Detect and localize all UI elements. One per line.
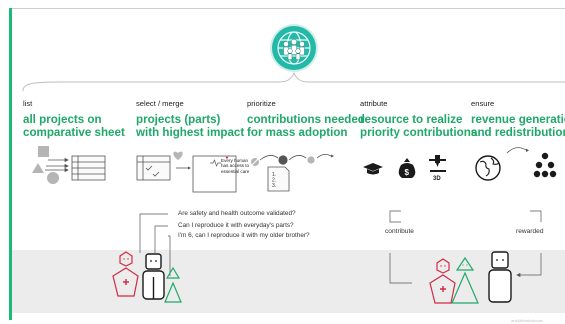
essential-care-text: Every human has access to essential care [221, 158, 265, 174]
column-ensure: ensure revenue generation and redistribu… [471, 99, 565, 139]
rewarded-label: rewarded [516, 228, 544, 235]
top-rule [12, 8, 565, 9]
question-2: Can I reproduce it with everyday's parts… [178, 222, 294, 229]
column-verb: list [23, 99, 33, 108]
money-bag-icon: $ [398, 158, 416, 178]
card-line-1: Every human [221, 158, 249, 163]
column-list: list all projects on comparative sheet [23, 99, 148, 139]
robot-figure-icon [142, 253, 165, 300]
globe-people-icon [272, 26, 316, 70]
process-columns: list all projects on comparative sheet s… [23, 99, 565, 159]
question-1: Are safety and health outcome validated? [178, 210, 296, 217]
triangle-figure-icon [164, 266, 182, 303]
column-verb: select / merge [136, 99, 184, 108]
column-heading-line1: revenue generation [471, 113, 565, 126]
column-attribute: attribute resource to realize priority c… [360, 99, 485, 139]
column-heading-line1: contributions needed [247, 113, 365, 126]
contribute-bracket [389, 210, 401, 223]
essential-care-card [192, 155, 237, 193]
priority-list-icon [267, 166, 290, 192]
priority-item-3: 3. [272, 183, 276, 189]
grouping-brace [22, 72, 565, 92]
card-line-2: has access to [221, 163, 250, 169]
column-prioritize: prioritize contributions needed for mass… [247, 99, 372, 139]
money-bags-icon [533, 152, 557, 178]
3d-printer-icon [429, 155, 446, 172]
column-heading-line2: and redistribution [471, 126, 565, 139]
robot-figure-icon [488, 251, 512, 303]
column-icons: 1. 2. 3. $ 3D [32, 146, 557, 193]
column-heading-line2: for mass adoption [247, 126, 348, 139]
heartbeat-icon [210, 159, 221, 167]
watermark: anti@thinkcircular [511, 318, 543, 323]
select-sheet-icon [136, 151, 191, 181]
column-heading-line1: resource to realize [360, 113, 463, 126]
heart-icon [173, 151, 183, 160]
priority-dots-icon [251, 154, 334, 192]
priority-item-1: 1. [272, 172, 276, 178]
column-heading-line2: comparative sheet [23, 126, 125, 139]
column-heading-line1: all projects on [23, 113, 102, 126]
column-verb: ensure [471, 99, 495, 108]
question-connectors [139, 210, 542, 284]
column-heading-line2: priority contributions [360, 126, 478, 139]
triangle-figure-icon [451, 256, 479, 304]
priority-item-2: 2. [272, 178, 276, 184]
column-select-merge: select / merge projects (parts) with hig… [136, 99, 261, 139]
rewarded-bracket [530, 210, 542, 222]
question-3: I'm 6, can I reproduce it with my older … [178, 232, 310, 239]
svg-text:$: $ [405, 168, 410, 177]
hexagon-figure-icon [429, 258, 456, 304]
column-heading-line2: with highest impact [136, 126, 245, 139]
card-line-3: essential care [221, 168, 250, 174]
shapes-to-sheet-icon [32, 146, 106, 184]
3d-label: 3D [433, 176, 441, 182]
graduation-cap-icon [363, 163, 383, 175]
hexagon-figure-icon [112, 251, 139, 297]
column-verb: prioritize [247, 99, 276, 108]
accent-bar [9, 8, 12, 320]
contribute-label: contribute [385, 228, 414, 235]
earth-icon [475, 155, 501, 181]
column-heading-line1: projects (parts) [136, 113, 221, 126]
column-verb: attribute [360, 99, 388, 108]
